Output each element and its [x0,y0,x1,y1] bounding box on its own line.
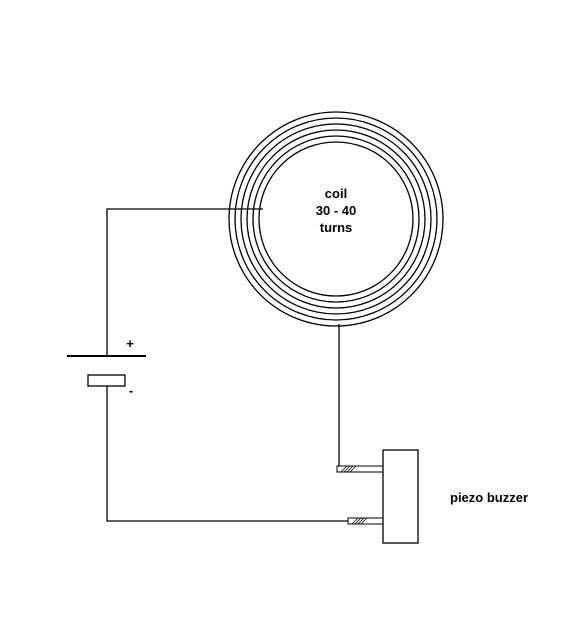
coil [228,111,444,327]
coil-label-line3: turns [319,220,353,235]
coil-label-line2: 30 - 40 [315,203,357,218]
coil-turn [228,111,444,327]
piezo-buzzer-label: piezo buzzer [450,490,529,505]
battery-negative-plate [87,374,126,387]
coil-turn [234,117,438,321]
coil-turn [252,135,420,303]
buzzer-lead-top [336,465,384,473]
coil-label: coil 30 - 40 turns [296,185,376,236]
coil-turn [258,141,414,297]
wire-coil-to-buzzer [338,324,348,470]
buzzer-lead-bottom [347,517,384,525]
battery-plus-label: + [126,336,134,351]
coil-turn [246,129,426,309]
wire-battery-to-buzzer [106,386,348,522]
battery-minus-label: - [128,383,134,398]
wire-coil-to-battery [106,208,263,356]
piezo-buzzer-body [382,449,419,544]
coil-label-line1: coil [324,186,348,201]
coil-turn [240,123,432,315]
